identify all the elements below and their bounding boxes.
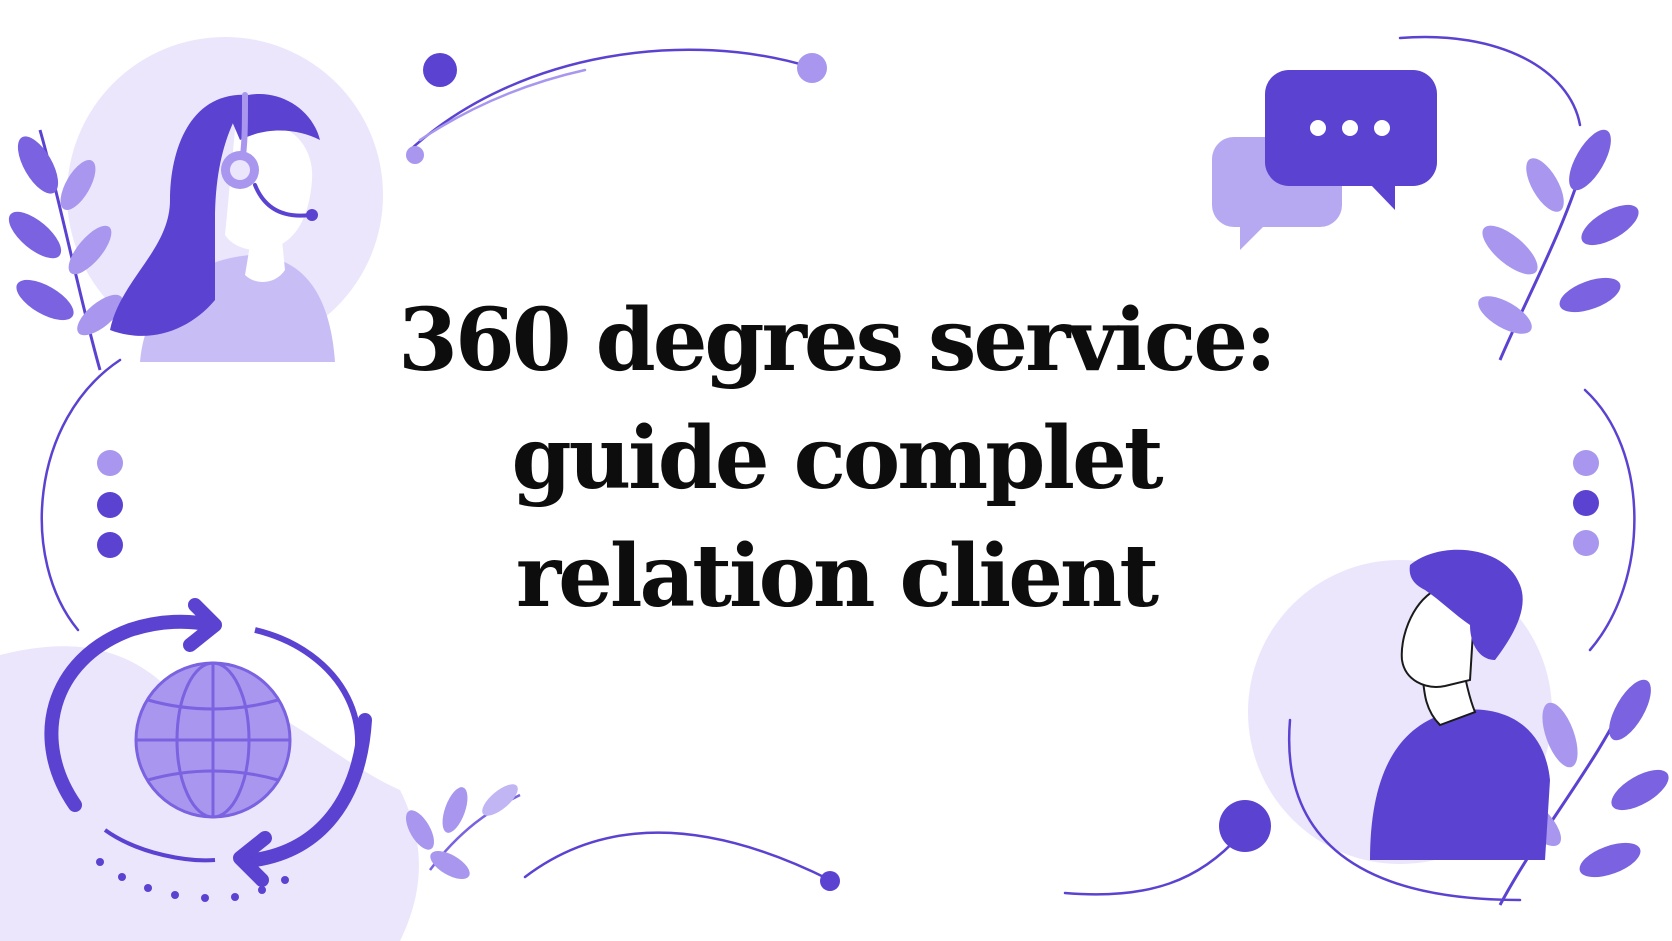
dot: [820, 871, 840, 891]
dot: [1219, 800, 1271, 852]
top-arc: [408, 48, 812, 152]
bottom-right-curve: [1287, 718, 1522, 902]
support-agent-headset-icon: [110, 92, 335, 362]
leaf-branch-icon: [1478, 129, 1639, 361]
customer-avatar-icon: [1370, 549, 1550, 860]
left-arc: [40, 358, 122, 632]
top-right-arc: [1398, 35, 1582, 127]
title-line-1: 360 degres service:: [398, 290, 1277, 391]
right-arc: [1583, 388, 1636, 652]
right-dot-stack: [1573, 450, 1599, 556]
globe-icon: [134, 661, 292, 819]
chat-bubbles-icon: [1212, 70, 1437, 250]
page-title: 360 degres service: guide complet relati…: [336, 282, 1336, 636]
left-dot-stack: [97, 450, 123, 558]
title-line-3: relation client: [515, 526, 1159, 627]
leaf-branch-icon: [8, 129, 123, 371]
dot: [423, 53, 457, 87]
leaf-branch-icon: [406, 784, 521, 879]
dot: [406, 146, 424, 164]
refresh-arrows-icon: [44, 598, 372, 902]
title-line-2: guide complet: [511, 408, 1163, 509]
dot: [797, 53, 827, 83]
top-arc-inner: [418, 68, 587, 142]
bottom-right-arc: [1063, 833, 1242, 896]
bottom-wave: [523, 831, 832, 882]
